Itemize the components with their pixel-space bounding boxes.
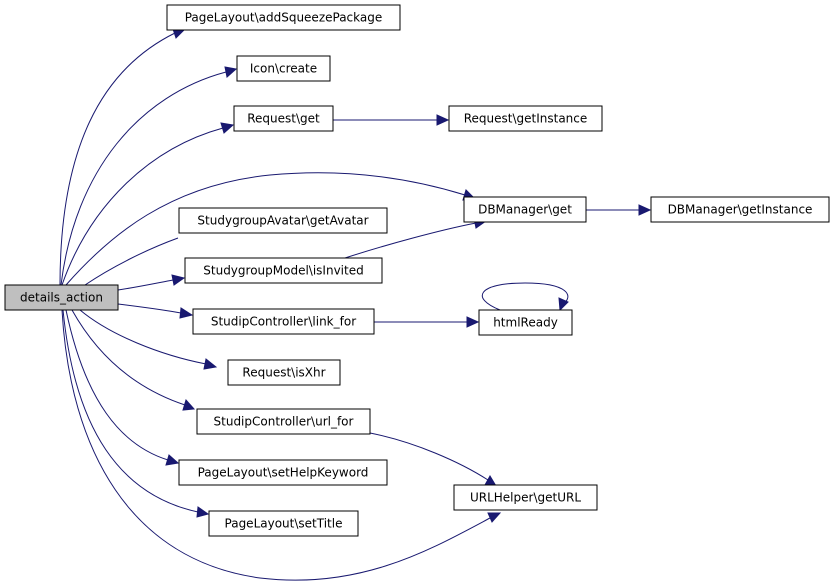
node-label: URLHelper\getURL	[470, 491, 581, 505]
node-label: StudygroupAvatar\getAvatar	[197, 214, 368, 228]
node-label: Request\getInstance	[464, 112, 588, 126]
node-label: DBManager\get	[478, 203, 572, 217]
node-request-getinstance[interactable]: Request\getInstance	[448, 105, 603, 132]
node-label: PageLayout\setHelpKeyword	[198, 466, 369, 480]
node-details-action[interactable]: details_action	[4, 284, 119, 311]
edge-details-action-to-request-get	[61, 122, 235, 286]
node-addsqueezepackage[interactable]: PageLayout\addSqueezePackage	[166, 4, 401, 31]
edge-request-get-to-getinstance	[333, 114, 450, 126]
node-label: htmlReady	[493, 316, 558, 330]
node-isinvited[interactable]: StudygroupModel\isInvited	[184, 257, 383, 284]
node-getavatar[interactable]: StudygroupAvatar\getAvatar	[178, 207, 388, 234]
edge-url-for-to-geturl	[369, 432, 497, 487]
node-label: details_action	[20, 291, 103, 305]
node-label: PageLayout\addSqueezePackage	[185, 11, 383, 25]
node-htmlready[interactable]: htmlReady	[478, 309, 573, 336]
node-icon-create[interactable]: Icon\create	[236, 55, 331, 82]
edge-details-action-to-icon-create	[60, 66, 238, 286]
node-label: StudygroupModel\isInvited	[203, 264, 363, 278]
edge-htmlready-self-loop	[481, 282, 569, 312]
edge-details-action-to-settitle	[62, 309, 210, 518]
node-sethelpkeyword[interactable]: PageLayout\setHelpKeyword	[178, 459, 388, 486]
node-geturl[interactable]: URLHelper\getURL	[453, 484, 598, 511]
edge-details-action-to-getavatar	[84, 237, 179, 286]
node-dbmanager-get[interactable]: DBManager\get	[463, 196, 587, 223]
edge-details-action-to-sethelpkeyword	[65, 309, 180, 466]
node-label: StudipController\link_for	[211, 315, 356, 329]
node-url-for[interactable]: StudipController\url_for	[196, 408, 371, 435]
edge-details-action-to-isxhr	[79, 309, 218, 370]
node-settitle[interactable]: PageLayout\setTitle	[208, 510, 359, 537]
node-label: Icon\create	[250, 62, 317, 76]
edge-link-for-to-htmlready	[374, 316, 480, 328]
edge-details-action-to-link-for	[117, 303, 194, 319]
node-label: Request\get	[247, 112, 320, 126]
node-dbmanager-getinstance[interactable]: DBManager\getInstance	[650, 196, 830, 223]
node-request-get[interactable]: Request\get	[233, 105, 334, 132]
edge-details-action-to-isinvited	[117, 274, 186, 291]
edge-details-action-to-geturl	[61, 309, 502, 581]
node-isxhr[interactable]: Request\isXhr	[227, 359, 341, 386]
node-label: DBManager\getInstance	[668, 203, 813, 217]
edge-details-action-to-url-for	[71, 309, 196, 411]
node-label: PageLayout\setTitle	[225, 517, 343, 531]
node-link-for[interactable]: StudipController\link_for	[192, 308, 375, 335]
node-label: Request\isXhr	[242, 366, 325, 380]
node-label: StudipController\url_for	[214, 415, 354, 429]
edge-dbmanager-get-to-getinstance	[586, 204, 652, 216]
